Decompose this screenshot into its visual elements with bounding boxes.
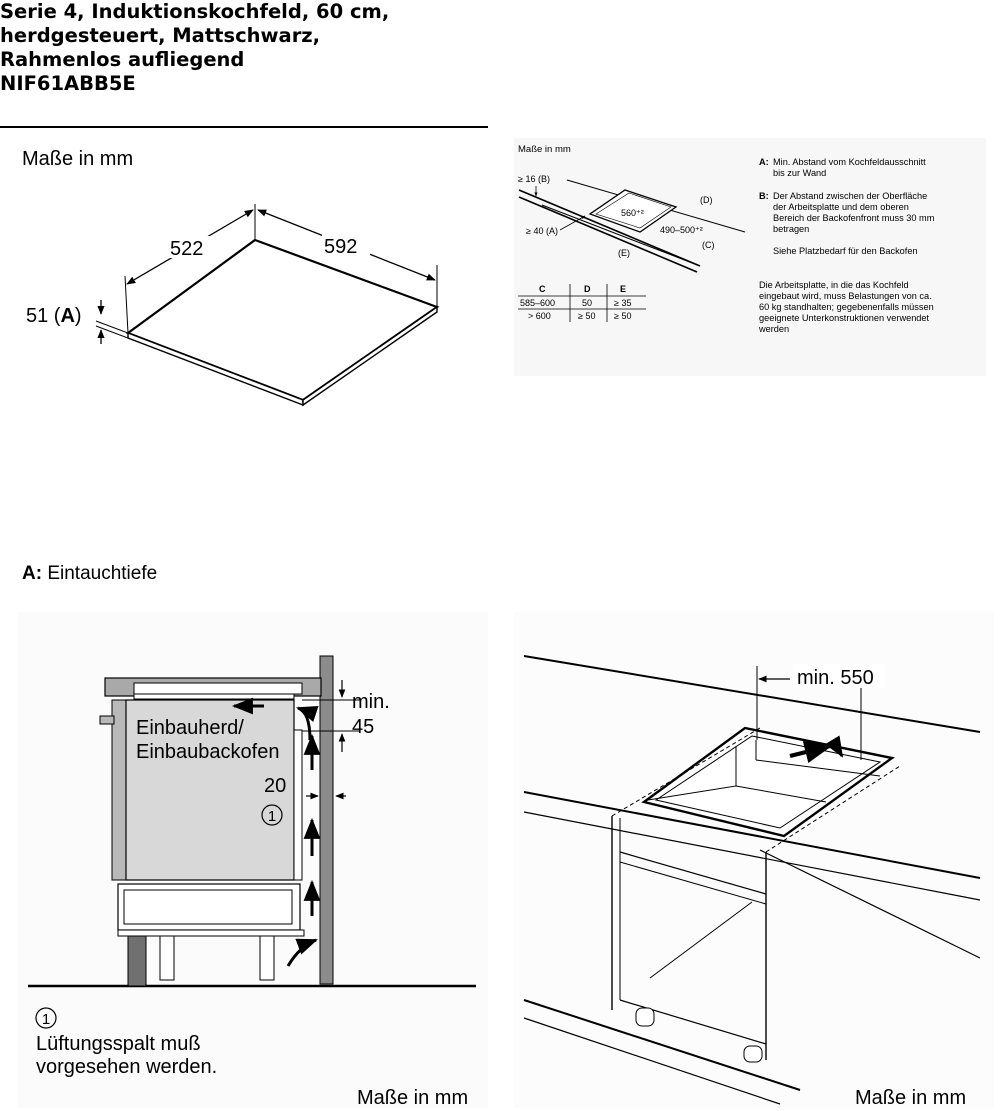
- installation-drawing: min. 550 Maße in mm: [514, 612, 994, 1109]
- cutout-notes: A: Min. Abstand vom Kochfeldausschnitt b…: [758, 157, 935, 334]
- min-value: 45: [352, 716, 374, 738]
- hob-dimension-drawing: Maße in mm 522 592 51 (A) A: Eintauchtie…: [22, 148, 440, 584]
- table-row-2-d: ≥ 50: [578, 311, 595, 321]
- note-load-line-1: Die Arbeitsplatte, in die das Kochfeld: [759, 280, 909, 290]
- title-line-4: NIF61ABB5E: [0, 72, 136, 95]
- marker-1: [261, 804, 283, 826]
- height-value: 51 (A): [26, 305, 82, 327]
- ventilation-drawing: min. 45 Einbauherd/ Einbaubackofen 20 1 …: [18, 612, 488, 1109]
- table-row-1-c: 585–600: [520, 298, 555, 308]
- width-value: 592: [324, 236, 357, 258]
- note-b-line-3: Bereich der Backofenfront muss 30 mm: [773, 213, 935, 223]
- note-load-line-2: eingebaut wird, muss Belastungen von ca.: [759, 291, 932, 301]
- table-row-2-e: ≥ 50: [614, 311, 631, 321]
- table-header-e: E: [620, 284, 626, 294]
- title-line-1: Serie 4, Induktionskochfeld, 60 cm,: [0, 0, 390, 23]
- svg-text:1: 1: [268, 808, 276, 825]
- clearance-table: C D E 585–600 50 ≥ 35 > 600 ≥ 50 ≥ 50: [518, 284, 646, 322]
- table-header-d: D: [584, 284, 591, 294]
- note-marker: [35, 1007, 57, 1029]
- title-line-3: Rahmenlos aufliegend: [0, 48, 245, 71]
- dim-b: ≥ 16 (B): [518, 174, 550, 184]
- note-load-line-5: werden: [758, 324, 789, 334]
- hob-edge-side: [302, 305, 438, 407]
- hob-top: [125, 238, 440, 402]
- svg-text:1: 1: [42, 1011, 50, 1028]
- table-row-1-d: 50: [582, 298, 592, 308]
- cutout-depth: 490–500⁺²: [660, 225, 703, 235]
- dim-a: ≥ 40 (A): [526, 226, 558, 236]
- cutout-drawing: Maße in mm 560⁺² 490–500⁺² ≥ 16 (B) ≥ 40…: [514, 138, 986, 376]
- table-row-2-c: > 600: [528, 311, 551, 321]
- units-label-1: Maße in mm: [22, 148, 133, 170]
- dim-e: (E): [618, 248, 630, 258]
- legend-a: A: Eintauchtiefe: [22, 563, 157, 584]
- note-line-2: vorgesehen werden.: [36, 1056, 217, 1078]
- units-label-3: Maße in mm: [357, 1087, 468, 1109]
- note-line-1: Lüftungsspalt muß: [36, 1033, 201, 1055]
- table-header-c: C: [539, 284, 546, 294]
- oven-body: [125, 699, 295, 881]
- note-b-key: B:: [759, 191, 769, 201]
- note-b-line-2: der Arbeitsplatte und dem oberen: [773, 202, 909, 212]
- note-b-line-1: Der Abstand zwischen der Oberfläche: [773, 191, 927, 201]
- min-550-label: min. 550: [797, 667, 874, 689]
- units-label-4: Maße in mm: [855, 1087, 966, 1109]
- gap-value: 20: [264, 775, 286, 797]
- oven-label-2: Einbaubackofen: [136, 741, 279, 763]
- units-label-2: Maße in mm: [518, 144, 571, 155]
- min-label: min.: [352, 691, 390, 713]
- note-load-line-3: 60 kg standhalten; gegebenenfalls müssen: [759, 302, 934, 312]
- wall: [319, 655, 334, 985]
- note-oven-ref: Siehe Platzbedarf für den Backofen: [773, 246, 918, 256]
- title-line-2: herdgesteuert, Mattschwarz,: [0, 24, 321, 47]
- note-a-line-2: bis zur Wand: [773, 168, 826, 178]
- cutout-rect: [588, 189, 678, 233]
- table-row-1-e: ≥ 35: [614, 298, 631, 308]
- depth-value: 522: [170, 238, 203, 260]
- dim-c: (C): [702, 240, 715, 250]
- product-title: Serie 4, Induktionskochfeld, 60 cm, herd…: [0, 0, 490, 96]
- note-a-line-1: Min. Abstand vom Kochfeldausschnitt: [773, 157, 926, 167]
- cutout-width: 560⁺²: [621, 208, 644, 218]
- dim-d: (D): [700, 195, 713, 205]
- note-load-line-4: geeignete Unterkonstruktionen verwendet: [759, 313, 930, 323]
- note-b-line-4: betragen: [773, 224, 809, 234]
- note-a-key: A:: [759, 157, 769, 167]
- title-divider: [0, 126, 488, 128]
- oven-label-1: Einbauherd/: [136, 717, 244, 739]
